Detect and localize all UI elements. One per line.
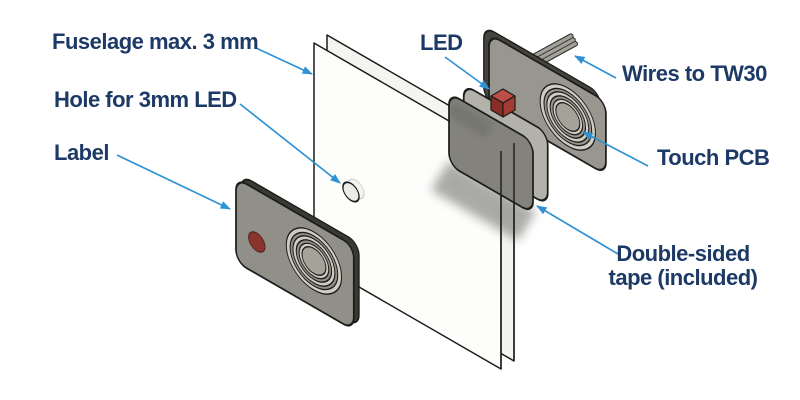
callout-arrows [116, 47, 649, 255]
pcb-shadow-on-tape [449, 100, 492, 138]
panel-edge-overlay [500, 143, 515, 369]
callout-fuselage: Fuselage max. 3 mm [52, 29, 259, 54]
callout-touch-pcb: Touch PCB [657, 145, 770, 170]
callout-hole: Hole for 3mm LED [54, 87, 237, 112]
arrow-wires [574, 55, 617, 79]
arrow-led [444, 56, 490, 90]
callout-tape: Double-sided tape (included) [593, 242, 773, 290]
led-hole [342, 181, 360, 203]
tape-shadow [431, 161, 536, 241]
arrow-hole [239, 103, 341, 184]
arrow-touch-pcb [582, 131, 649, 167]
front-label [235, 178, 360, 327]
led-cube [490, 88, 516, 118]
callout-tape-line2: tape (included) [608, 265, 758, 290]
arrow-tape [536, 205, 619, 255]
callout-label: Label [54, 140, 109, 165]
callout-led: LED [420, 30, 463, 55]
arrow-fuselage [255, 47, 313, 75]
arrow-label [116, 154, 231, 210]
label-led-window [248, 231, 266, 253]
callout-tape-line1: Double-sided [616, 241, 750, 266]
label-touch-rings [285, 227, 343, 295]
callout-wires: Wires to TW30 [622, 61, 767, 86]
led-right-face [502, 95, 516, 118]
pcb-touch-rings [539, 83, 596, 151]
